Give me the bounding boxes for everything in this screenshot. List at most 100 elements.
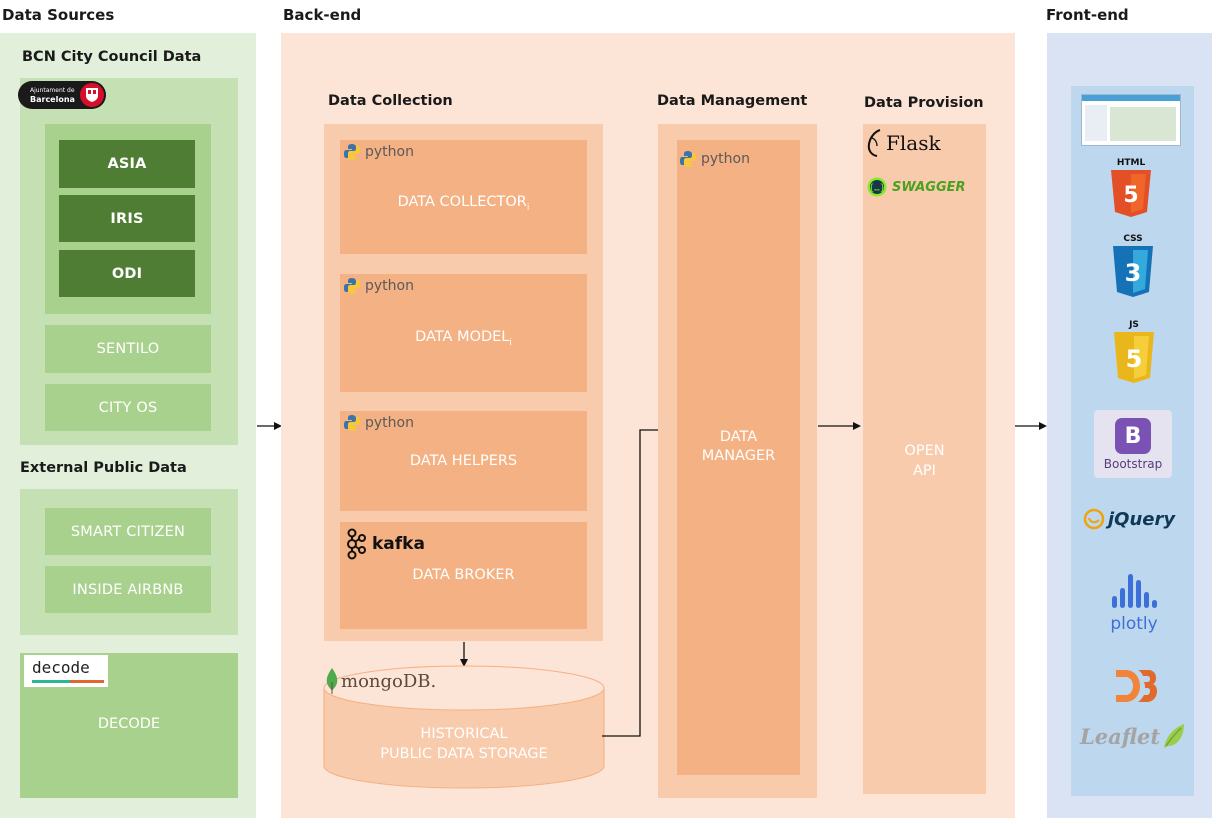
data-manager-line1: DATA	[719, 429, 758, 445]
data-broker-label: DATA BROKER	[412, 567, 515, 583]
iris-box: IRIS	[59, 195, 195, 242]
provision-title: Data Provision	[864, 95, 984, 111]
data-model-text: DATA MODEL	[415, 329, 510, 345]
flask-logo-text: Flask	[886, 131, 941, 155]
barcelona-logo-line2: Barcelona	[30, 95, 75, 104]
bcn-title: BCN City Council Data	[22, 49, 202, 65]
svg-text:{…}: {…}	[869, 184, 885, 194]
plotly-logo: plotly	[1106, 570, 1162, 634]
bootstrap-label: Bootstrap	[1103, 457, 1163, 471]
arrow-collection-to-storage	[460, 642, 468, 667]
data-collector-box	[340, 140, 587, 254]
data-collector-text: DATA COLLECTOR	[397, 194, 527, 210]
arrow-backend-to-frontend	[1015, 422, 1047, 430]
python-logo-collector: python	[343, 143, 414, 161]
decode-logo: decode	[24, 655, 108, 687]
decode-label: DECODE	[97, 716, 161, 732]
storage-label-line1: HISTORICAL	[420, 726, 508, 742]
open-api-line2: API	[913, 463, 936, 479]
thumbnail-map	[1110, 107, 1176, 141]
data-model-box	[340, 274, 587, 392]
inside-airbnb-box: INSIDE AIRBNB	[45, 566, 211, 613]
data-collector-subscript: i	[526, 202, 530, 213]
data-helpers-label: DATA HELPERS	[409, 453, 518, 469]
html5-label: HTML	[1116, 158, 1146, 168]
sentilo-box: SENTILO	[45, 325, 211, 373]
data-model-label: DATA MODELi	[340, 329, 587, 348]
provision-panel	[863, 124, 986, 794]
python-logo-text: python	[365, 144, 414, 160]
data-collector-label: DATA COLLECTORi	[340, 194, 587, 213]
asia-box: ASIA	[59, 140, 195, 188]
d3-logo: D3	[1114, 666, 1158, 710]
backend-title: Back-end	[283, 6, 362, 24]
python-logo-helpers: python	[343, 414, 414, 432]
python-logo-text: python	[701, 151, 750, 167]
kafka-logo-text: kafka	[372, 534, 425, 554]
decode-logo-bar-green	[32, 680, 70, 683]
d3-icon	[1116, 670, 1157, 702]
python-logo-model: python	[343, 277, 414, 295]
data-helpers-box	[340, 411, 587, 511]
external-title: External Public Data	[20, 460, 187, 476]
storage-label: HISTORICAL PUBLIC DATA STORAGE	[322, 724, 606, 764]
python-icon	[344, 415, 360, 431]
city-os-box: CITY OS	[45, 384, 211, 431]
swagger-logo-text: SWAGGER	[892, 179, 966, 195]
d3-label: D3	[1114, 666, 1115, 667]
open-api-label: OPEN API	[863, 441, 986, 481]
decode-logo-bar-orange	[70, 680, 104, 683]
jquery-label: jQuery	[1108, 508, 1176, 530]
data-manager-line2: MANAGER	[701, 448, 776, 464]
js-logo: JS 5	[1104, 320, 1164, 384]
flask-logo: Flask	[866, 128, 941, 158]
bootstrap-icon: B	[1115, 418, 1151, 454]
python-icon	[344, 278, 360, 294]
python-logo-manager: python	[679, 150, 750, 168]
css3-shield-icon: 3	[1113, 246, 1153, 297]
data-manager-label: DATA MANAGER	[677, 428, 800, 466]
data-broker-box	[340, 522, 587, 629]
leaflet-label: Leaflet	[1080, 723, 1161, 749]
mongodb-logo: mongoDB.	[326, 668, 436, 694]
app-screenshot-thumbnail	[1081, 94, 1181, 146]
python-icon	[680, 151, 696, 167]
svg-text:3: 3	[1125, 259, 1142, 287]
kafka-icon	[347, 528, 366, 560]
kafka-logo: kafka	[345, 528, 425, 560]
swagger-logo: {…} SWAGGER	[867, 177, 966, 197]
arrow-sources-to-backend	[257, 422, 282, 430]
thumbnail-header	[1082, 95, 1180, 101]
bootstrap-logo: B Bootstrap	[1094, 410, 1172, 478]
data-model-subscript: i	[509, 337, 512, 348]
css3-logo: CSS 3	[1103, 234, 1163, 298]
jquery-logo: jQuery	[1083, 508, 1175, 530]
odi-box: ODI	[59, 250, 195, 297]
frontend-title: Front-end	[1046, 6, 1129, 24]
arrow-manager-to-provision	[818, 422, 861, 430]
barcelona-logo: Ajuntament de Barcelona	[18, 81, 106, 109]
python-logo-text: python	[365, 278, 414, 294]
jquery-icon	[1083, 508, 1105, 530]
mongodb-logo-text: mongoDB.	[341, 670, 437, 692]
python-logo-text: python	[365, 415, 414, 431]
storage-cylinder	[323, 665, 605, 789]
js-label: JS	[1129, 320, 1139, 330]
management-title: Data Management	[657, 93, 808, 109]
collection-title: Data Collection	[328, 93, 453, 109]
barcelona-shield-icon	[80, 83, 104, 107]
data-sources-title: Data Sources	[2, 6, 115, 24]
css3-label: CSS	[1123, 234, 1143, 244]
js-shield-icon: 5	[1114, 332, 1154, 383]
mongodb-leaf-icon	[326, 668, 338, 694]
svg-text:5: 5	[1123, 183, 1138, 208]
swagger-icon: {…}	[867, 177, 887, 197]
plotly-icon	[1112, 574, 1157, 608]
thumbnail-sidebar	[1085, 105, 1107, 141]
leaflet-logo: Leaflet	[1080, 722, 1186, 750]
data-manager-box	[677, 140, 800, 775]
python-icon	[344, 144, 360, 160]
decode-logo-text: decode	[32, 658, 90, 677]
open-api-line1: OPEN	[904, 443, 945, 459]
flask-icon	[867, 129, 881, 157]
